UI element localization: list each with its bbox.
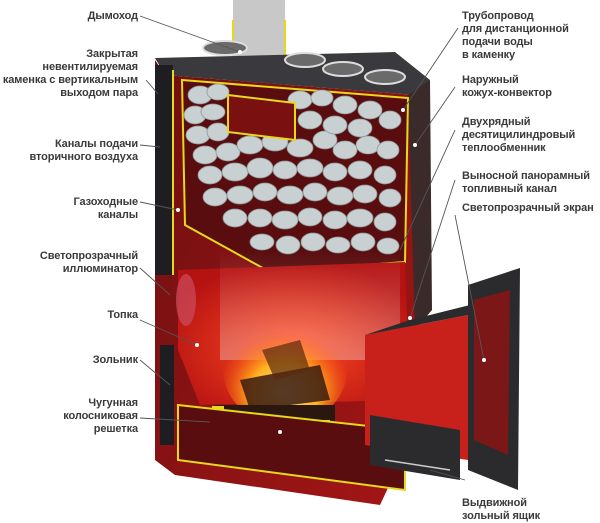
label-water-pipe: Трубопровод для дистанционной подачи вод… xyxy=(462,10,569,61)
stove-top xyxy=(155,52,430,95)
label-gas-channels: Газоходные каналы xyxy=(73,196,138,221)
label-chimney: Дымоход xyxy=(87,10,138,22)
label-glass-screen: Светопрозрачный экран xyxy=(462,202,594,214)
label-illuminator: Светопрозрачный иллюминатор xyxy=(39,250,138,275)
label-air-channels: Каналы подачи вторичного воздуха xyxy=(29,138,139,163)
leader-dots xyxy=(176,50,486,434)
ash-pit xyxy=(177,403,406,492)
label-fuel-channel: Выносной панорамный топливный канал xyxy=(462,170,590,195)
label-ash-drawer: Выдвижной зольный ящик xyxy=(462,497,541,522)
ash-drawer xyxy=(370,415,460,480)
leader-lines xyxy=(139,15,485,481)
glass-screen xyxy=(474,290,510,455)
label-closed-heater: Закрытая невентилируемая каменка с верти… xyxy=(2,48,138,99)
label-firebox: Топка xyxy=(107,309,138,321)
label-outer-casing: Наружный кожух-конвектор xyxy=(462,74,552,99)
illuminator xyxy=(176,274,196,326)
stones xyxy=(183,83,402,255)
label-heat-exchanger: Двухрядный десятицилиндровый теплообменн… xyxy=(462,116,576,154)
label-ash-pit: Зольник xyxy=(92,354,138,366)
label-grate: Чугунная колосниковая решетка xyxy=(63,397,138,435)
